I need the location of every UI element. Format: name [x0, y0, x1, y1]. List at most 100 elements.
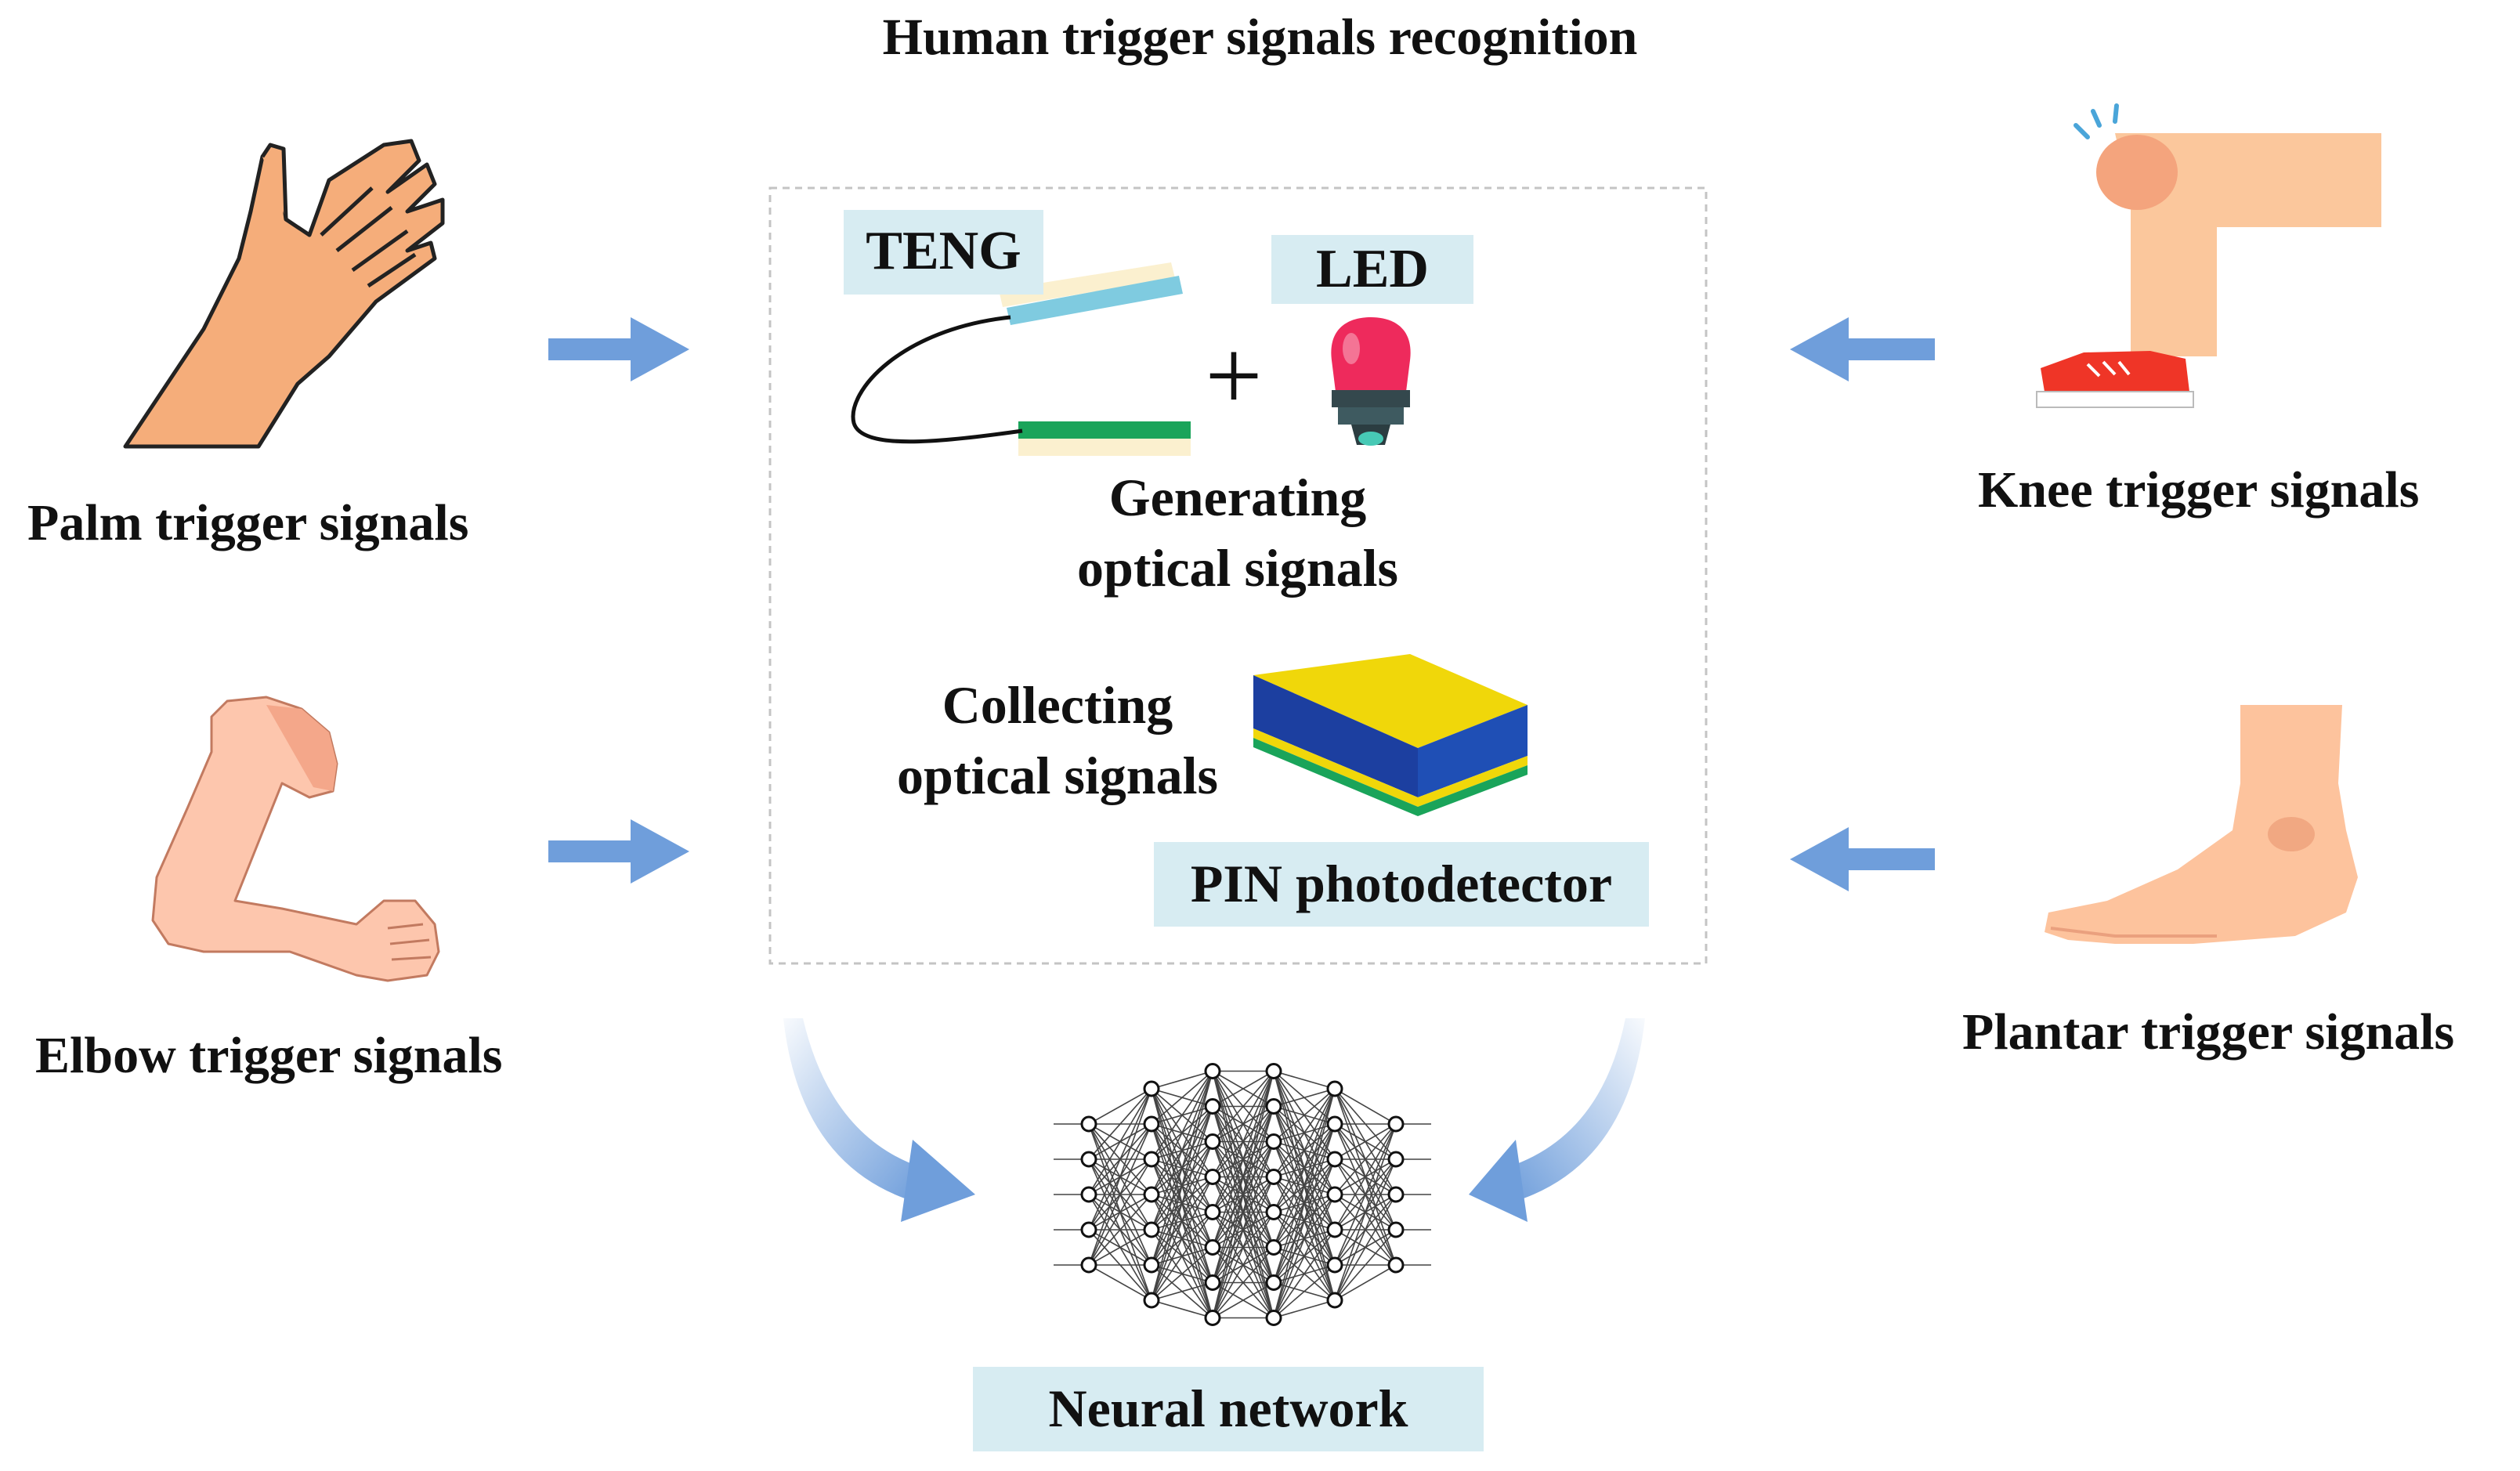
nn-node: [1387, 1115, 1405, 1133]
nn-connection: [1088, 1088, 1152, 1195]
nn-node: [1143, 1292, 1160, 1309]
neural-network-tag: Neural network: [973, 1367, 1484, 1451]
teng-icon: [851, 262, 1191, 456]
nn-node: [1204, 1098, 1221, 1115]
plantar-arrow: [1790, 827, 1935, 891]
nn-connection: [1151, 1071, 1213, 1231]
elbow-icon: [151, 696, 440, 982]
generating-line-1: Generating: [1108, 468, 1367, 527]
nn-connection: [1151, 1281, 1213, 1301]
nn-node: [1143, 1151, 1160, 1168]
nn-connection: [1212, 1141, 1274, 1318]
nn-node: [1326, 1292, 1343, 1309]
nn-node: [1265, 1274, 1282, 1291]
nn-node: [1204, 1133, 1221, 1150]
nn-connection: [1334, 1264, 1397, 1301]
knee-label: Knee trigger signals: [1978, 461, 2420, 519]
nn-connection: [1212, 1071, 1274, 1213]
nn-node: [1265, 1169, 1282, 1185]
nn-node: [1387, 1221, 1405, 1238]
nn-connection: [1273, 1088, 1336, 1318]
nn-connection: [1273, 1088, 1336, 1283]
nn-node: [1080, 1221, 1097, 1238]
nn-node: [1080, 1256, 1097, 1274]
nn-connection: [1334, 1123, 1397, 1231]
nn-connection: [1151, 1106, 1213, 1301]
nn-connection: [1273, 1088, 1336, 1108]
collecting-line-2: optical signals: [897, 746, 1218, 805]
nn-node: [1080, 1115, 1097, 1133]
nn-connection: [1088, 1088, 1152, 1160]
elbow-arrow: [548, 819, 689, 884]
nn-connection: [1334, 1123, 1397, 1160]
nn-connection: [1088, 1123, 1152, 1266]
neural-network-icon: [1054, 1063, 1431, 1326]
nn-connection: [1151, 1071, 1213, 1160]
nn-connection: [1151, 1141, 1213, 1301]
nn-connection: [1273, 1088, 1336, 1143]
nn-connection: [1212, 1070, 1274, 1143]
nn-node: [1265, 1204, 1282, 1220]
nn-node: [1204, 1274, 1221, 1291]
nn-node: [1387, 1151, 1405, 1168]
generating-caption: Generating optical signals: [1003, 462, 1473, 603]
right-curved-arrow: [1469, 1018, 1645, 1222]
nn-node: [1326, 1151, 1343, 1168]
diagram-title: Human trigger signals recognition: [882, 9, 1638, 66]
palm-arrow: [548, 317, 689, 381]
nn-connection: [1151, 1071, 1213, 1301]
nn-connection: [1212, 1212, 1274, 1318]
nn-node: [1265, 1098, 1282, 1115]
generating-line-2: optical signals: [1077, 538, 1398, 598]
nn-connection: [1212, 1106, 1274, 1318]
nn-connection: [1334, 1194, 1397, 1301]
nn-connection: [1088, 1158, 1152, 1266]
nn-connection: [1273, 1088, 1336, 1213]
nn-connection: [1212, 1071, 1274, 1318]
nn-node: [1265, 1063, 1282, 1079]
nn-connection: [1088, 1229, 1152, 1266]
nn-connection: [1273, 1229, 1336, 1318]
nn-connection: [1151, 1071, 1213, 1266]
nn-node: [1204, 1169, 1221, 1185]
nn-connection: [1212, 1071, 1274, 1248]
nn-connection: [1151, 1176, 1213, 1301]
nn-connection: [1212, 1070, 1274, 1108]
nn-node: [1265, 1310, 1282, 1326]
nn-node: [1204, 1310, 1221, 1326]
nn-connection: [1212, 1246, 1274, 1319]
nn-connection: [1088, 1088, 1152, 1231]
nn-node: [1143, 1186, 1160, 1203]
nn-connection: [1151, 1299, 1213, 1319]
teng-tag: TENG: [844, 210, 1043, 295]
nn-node: [1080, 1186, 1097, 1203]
nn-connection: [1273, 1158, 1336, 1318]
plus-sign: +: [1205, 320, 1263, 432]
led-tag: LED: [1271, 235, 1473, 304]
elbow-label: Elbow trigger signals: [35, 1027, 503, 1084]
nn-connection: [1088, 1088, 1152, 1125]
knee-icon: [2036, 103, 2381, 408]
knee-arrow: [1790, 317, 1935, 381]
plantar-label: Plantar trigger signals: [1962, 1003, 2455, 1061]
nn-connection: [1212, 1071, 1274, 1177]
nn-connection: [1212, 1071, 1274, 1283]
palm-icon: [123, 139, 445, 449]
nn-node: [1265, 1133, 1282, 1150]
nn-node: [1265, 1239, 1282, 1256]
nn-connection: [1334, 1229, 1397, 1301]
nn-connection: [1151, 1246, 1213, 1301]
collecting-line-1: Collecting: [942, 675, 1173, 735]
nn-connection: [1334, 1123, 1397, 1195]
nn-connection: [1212, 1281, 1274, 1319]
palm-label: Palm trigger signals: [27, 494, 469, 551]
nn-connection: [1088, 1088, 1152, 1266]
nn-connection: [1151, 1070, 1213, 1090]
nn-node: [1204, 1063, 1221, 1079]
nn-node: [1080, 1151, 1097, 1168]
nn-connection: [1273, 1123, 1336, 1318]
nn-node: [1143, 1256, 1160, 1274]
nn-connection: [1151, 1212, 1213, 1301]
